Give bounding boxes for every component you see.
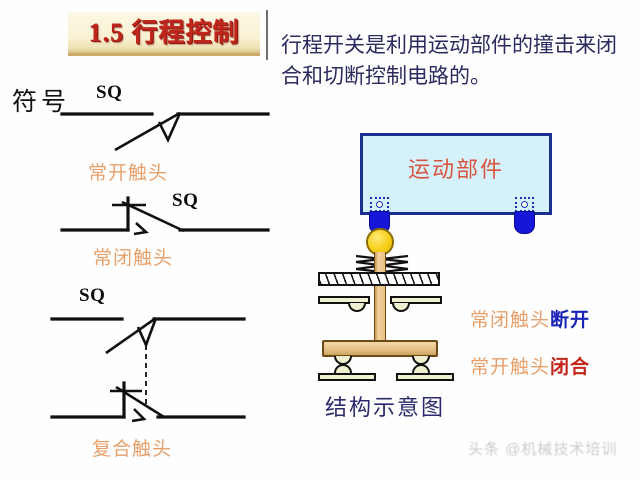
cam-shield-right xyxy=(514,211,535,234)
annotation-no-contact: 常开触头 xyxy=(470,357,551,378)
page-title: 1.5 行程控制 xyxy=(88,18,240,47)
symbols-heading: 符号 xyxy=(12,89,71,116)
nc-contact-bump-right xyxy=(392,303,410,312)
annotation-no: 常开触头闭合 xyxy=(470,352,590,379)
sq-label-normally-open: SQ xyxy=(96,82,123,103)
structure-diagram-caption: 结构示意图 xyxy=(325,395,446,420)
actuator-stem xyxy=(374,252,386,348)
no-contact-bump-right xyxy=(412,364,430,374)
symbol-normally-open-contact xyxy=(60,111,270,152)
watermark: 头条 @机械技术培训 xyxy=(468,441,618,458)
intro-paragraph: 行程开关是利用运动部件的撞击来闭合和切断控制电路的。 xyxy=(281,33,617,88)
hatched-mounting-plate xyxy=(318,272,440,286)
cam-dot-box-right xyxy=(515,197,534,212)
no-contact-bump-left xyxy=(334,364,352,374)
nc-contact-pad-left xyxy=(318,296,370,304)
symbol-compound-contact xyxy=(50,316,246,423)
nc-contact-bump-left xyxy=(348,303,366,312)
title-divider xyxy=(266,10,268,60)
cam-dot-box-left xyxy=(370,197,389,212)
annotation-nc: 常闭触头断开 xyxy=(470,305,590,332)
symbol-normally-closed-contact xyxy=(60,196,270,236)
sq-label-normally-closed: SQ xyxy=(172,190,199,211)
moving-contact-bar xyxy=(322,340,438,357)
moving-part-label: 运动部件 xyxy=(407,157,504,182)
sq-label-compound: SQ xyxy=(79,285,106,306)
no-contact-pad-left xyxy=(318,373,376,381)
no-contact-pad-right xyxy=(396,373,454,381)
caption-compound-contact: 复合触头 xyxy=(92,439,173,460)
annotation-no-state: 闭合 xyxy=(550,357,591,378)
nc-contact-pad-right xyxy=(390,296,442,304)
title-box: 1.5 行程控制 xyxy=(68,12,260,56)
caption-normally-open-contact: 常开触头 xyxy=(88,163,169,184)
caption-normally-closed-contact: 常闭触头 xyxy=(93,248,174,269)
annotation-nc-contact: 常闭触头 xyxy=(470,310,551,331)
annotation-nc-state: 断开 xyxy=(550,310,591,331)
